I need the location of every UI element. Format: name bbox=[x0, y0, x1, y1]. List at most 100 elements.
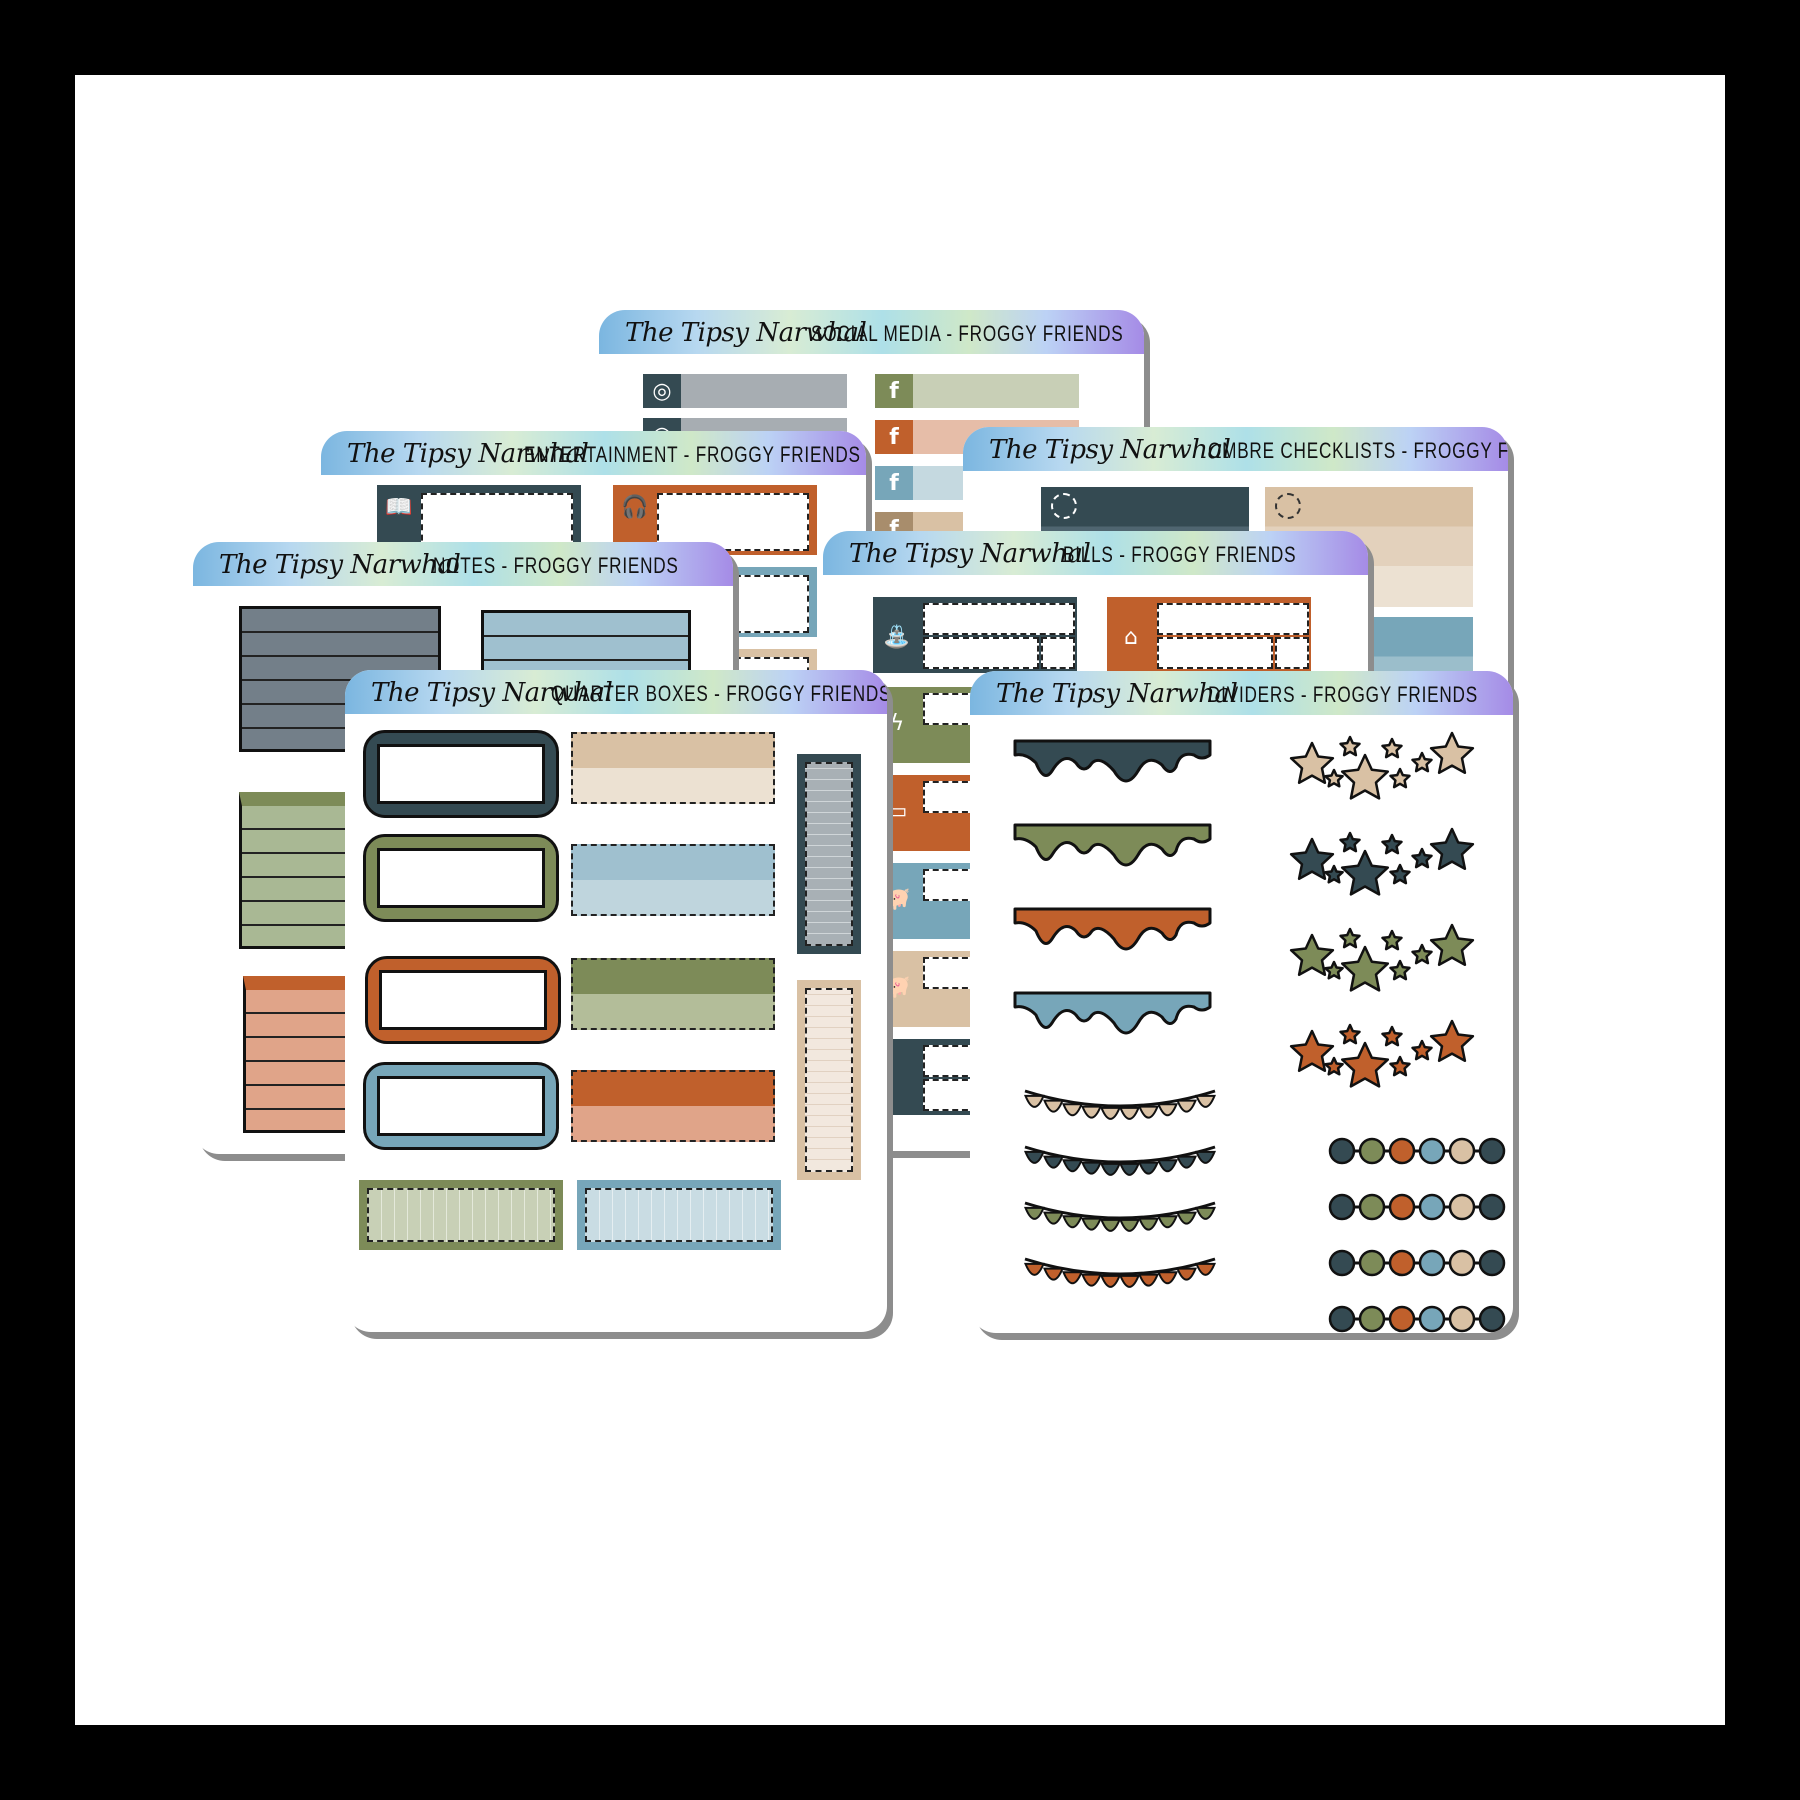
dividers-art bbox=[1013, 731, 1506, 1333]
drip-divider bbox=[1013, 823, 1212, 867]
bunting-string bbox=[1024, 1145, 1216, 1164]
grid-writing-area bbox=[805, 988, 853, 1172]
bunting-flag bbox=[1062, 1159, 1083, 1173]
sheet-title: SOCIAL MEDIA - FROGGY FRIENDS bbox=[811, 321, 1124, 346]
star-icon bbox=[1381, 737, 1403, 759]
sheet-quarter-boxes: The Tipsy Narwhal QUARTER BOXES - FROGGY… bbox=[345, 670, 887, 1332]
star-icon bbox=[1340, 849, 1390, 896]
bunting-flag bbox=[1195, 1206, 1216, 1220]
drip-divider bbox=[1013, 907, 1212, 951]
bunting-flag bbox=[1195, 1150, 1216, 1164]
credit-card-icon: ▭ bbox=[886, 798, 908, 824]
star-icon bbox=[1340, 753, 1390, 800]
star-icon bbox=[1339, 927, 1361, 949]
sheet-title: ENTERTAINMENT - FROGGY FRIENDS bbox=[524, 442, 861, 467]
bunting-flag bbox=[1081, 1105, 1102, 1119]
writing-area bbox=[657, 493, 809, 551]
star-icon bbox=[1324, 864, 1344, 884]
writing-area bbox=[923, 603, 1075, 635]
checkbox-icon bbox=[1275, 493, 1301, 519]
brand-logo: The Tipsy Narwhal bbox=[371, 678, 613, 708]
book-icon: 📖 bbox=[385, 494, 413, 520]
bunting-flag bbox=[1081, 1161, 1102, 1175]
bunting-flag bbox=[1081, 1273, 1102, 1287]
checkbox-icon bbox=[1051, 493, 1077, 519]
bead bbox=[1448, 1137, 1476, 1165]
bunting-flag bbox=[1081, 1217, 1102, 1231]
drip-divider bbox=[1013, 991, 1212, 1035]
star-icon bbox=[1429, 923, 1475, 967]
house-icon: ⌂ bbox=[1124, 624, 1138, 650]
lightning-icon: ϟ bbox=[889, 710, 905, 736]
sheet-title: OMBRE CHECKLISTS - FROGGY FRIENDS bbox=[1208, 438, 1508, 463]
bead bbox=[1388, 1249, 1416, 1277]
star-icon bbox=[1411, 751, 1433, 773]
bead bbox=[1358, 1193, 1386, 1221]
bunting-flag bbox=[1043, 1211, 1064, 1225]
writing-area bbox=[1041, 637, 1075, 669]
star-icon bbox=[1340, 945, 1390, 992]
bunting-flag bbox=[1043, 1155, 1064, 1169]
bunting-flag bbox=[1176, 1267, 1197, 1281]
grid-writing-area bbox=[805, 762, 853, 946]
star-icon bbox=[1429, 731, 1475, 775]
bead bbox=[1478, 1193, 1506, 1221]
bead bbox=[1478, 1249, 1506, 1277]
sheet-header: The Tipsy Narwhal QUARTER BOXES - FROGGY… bbox=[345, 670, 887, 714]
star-icon bbox=[1411, 943, 1433, 965]
star-icon bbox=[1324, 960, 1344, 980]
writing-area bbox=[1157, 637, 1273, 669]
two-tone-box-sage bbox=[571, 958, 775, 1030]
star-icon bbox=[1411, 1039, 1433, 1061]
sheet-header: The Tipsy Narwhal OMBRE CHECKLISTS - FRO… bbox=[963, 427, 1508, 471]
bunting-flag bbox=[1138, 1217, 1159, 1231]
star-icon bbox=[1339, 735, 1361, 757]
star-icon bbox=[1289, 933, 1335, 977]
bead bbox=[1328, 1137, 1356, 1165]
star-icon bbox=[1411, 847, 1433, 869]
sheet-dividers: The Tipsy Narwhal DIVIDERS - FROGGY FRIE… bbox=[970, 671, 1513, 1333]
bunting-flag bbox=[1062, 1215, 1083, 1229]
bunting-flag bbox=[1043, 1267, 1064, 1281]
bead bbox=[1448, 1249, 1476, 1277]
bunting-flag bbox=[1138, 1105, 1159, 1119]
bead bbox=[1478, 1137, 1506, 1165]
brand-logo: The Tipsy Narwhal bbox=[219, 550, 461, 580]
bunting-flag bbox=[1062, 1103, 1083, 1117]
bunting-string bbox=[1024, 1089, 1216, 1108]
grid-writing-area bbox=[585, 1188, 773, 1242]
sheet-title: QUARTER BOXES - FROGGY FRIENDS bbox=[551, 681, 887, 706]
bunting-flag bbox=[1024, 1150, 1045, 1164]
bunting-flag bbox=[1119, 1106, 1140, 1120]
star-icon bbox=[1289, 837, 1335, 881]
bunting-flag bbox=[1157, 1271, 1178, 1285]
bead bbox=[1418, 1249, 1446, 1277]
sheet-title: NOTES - FROGGY FRIENDS bbox=[433, 553, 679, 578]
star-icon bbox=[1389, 1055, 1411, 1077]
bunting-flag bbox=[1119, 1162, 1140, 1176]
bead bbox=[1448, 1305, 1476, 1333]
bead bbox=[1358, 1137, 1386, 1165]
bunting-flag bbox=[1024, 1094, 1045, 1108]
bead bbox=[1388, 1305, 1416, 1333]
star-icon bbox=[1389, 767, 1411, 789]
star-icon bbox=[1381, 929, 1403, 951]
bunting-flag bbox=[1138, 1273, 1159, 1287]
writing-area bbox=[1157, 603, 1309, 635]
instagram-icon: ◎ bbox=[643, 374, 681, 408]
bunting-string bbox=[1024, 1201, 1216, 1220]
sheet-header: The Tipsy Narwhal NOTES - FROGGY FRIENDS bbox=[193, 542, 733, 586]
sheet-title: DIVIDERS - FROGGY FRIENDS bbox=[1208, 682, 1478, 707]
bead bbox=[1418, 1305, 1446, 1333]
bead bbox=[1388, 1137, 1416, 1165]
bunting-flag bbox=[1157, 1103, 1178, 1117]
bead bbox=[1418, 1137, 1446, 1165]
two-tone-box-rust bbox=[571, 1070, 775, 1142]
two-tone-box-tan bbox=[571, 732, 775, 804]
star-icon bbox=[1324, 1056, 1344, 1076]
star-icon bbox=[1381, 1025, 1403, 1047]
star-icon bbox=[1389, 959, 1411, 981]
bead bbox=[1358, 1249, 1386, 1277]
star-icon bbox=[1339, 831, 1361, 853]
brand-logo: The Tipsy Narwhal bbox=[347, 439, 589, 469]
